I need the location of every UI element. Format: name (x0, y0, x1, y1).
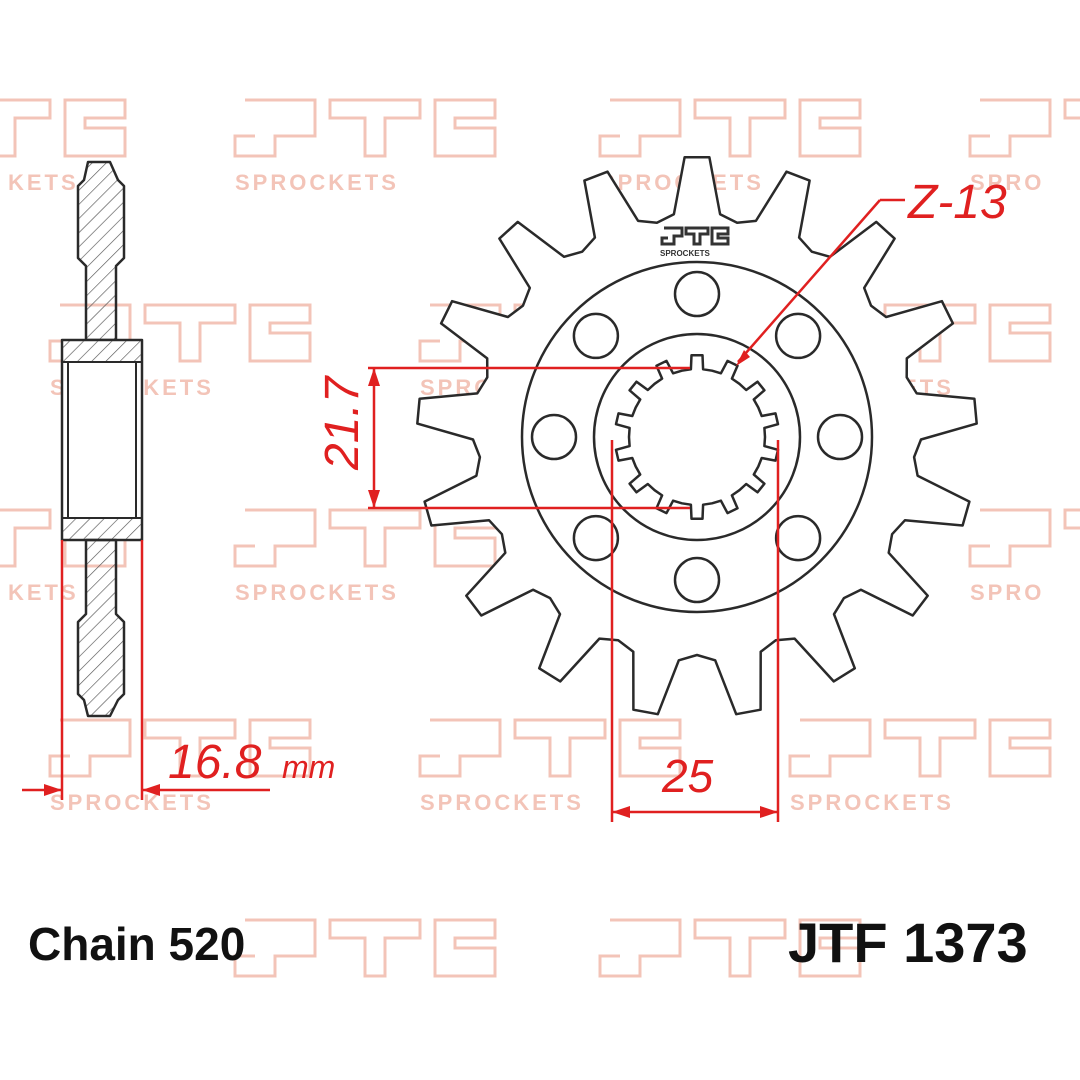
side-profile-lower-tooth (76, 538, 126, 718)
watermark-text: SPRO (970, 170, 1044, 195)
bolt-hole (673, 556, 721, 604)
watermark-logo (788, 718, 1052, 778)
side-profile-view (60, 160, 144, 718)
jt-logo-text: SPROCKETS (660, 249, 710, 258)
watermark-text: KETS (8, 170, 79, 195)
watermark-text: SPROCKETS (50, 790, 214, 815)
watermark-text: SPROCKETS (235, 170, 399, 195)
watermark-logo (233, 918, 497, 978)
bolt-hole (572, 514, 620, 562)
watermark-logo (233, 98, 497, 158)
watermark-logo (968, 98, 1080, 158)
bolt-holes (530, 270, 864, 604)
watermark-logo (598, 918, 862, 978)
bolt-hole (572, 312, 620, 360)
chain-size-label: Chain 520 (28, 918, 245, 970)
watermark-text: SPRO (970, 580, 1044, 605)
bolt-hole (673, 270, 721, 318)
watermark-logo (598, 98, 862, 158)
watermark-logo (968, 508, 1080, 568)
thickness-unit-label: mm (282, 749, 335, 785)
watermark-text: SPROCKETS (420, 790, 584, 815)
watermark-logo (418, 718, 682, 778)
side-profile-upper-tooth (76, 160, 126, 342)
dimension-annotations: Z-13 21.7 25 16.8 mm (22, 176, 1007, 822)
spline-bore (614, 353, 780, 521)
watermark-logo (48, 718, 312, 778)
jt-logo: SPROCKETS (660, 226, 730, 258)
watermark-text: SPROCKETS (235, 580, 399, 605)
side-profile-hub (60, 338, 144, 542)
watermark-text: KETS (8, 580, 79, 605)
thickness-label: 16.8 (168, 736, 262, 789)
bolt-hole (774, 312, 822, 360)
spline-width-label: 25 (661, 750, 714, 802)
spline-height-label: 21.7 (316, 374, 369, 471)
bolt-hole (816, 413, 864, 461)
part-number-label: JTF 1373 (788, 911, 1028, 974)
watermark-logo (0, 98, 127, 158)
bolt-hole (774, 514, 822, 562)
watermark-text: SPROCKETS (790, 790, 954, 815)
bolt-hole (530, 413, 578, 461)
teeth-count-label: Z-13 (907, 176, 1007, 229)
sprocket-front-view: SPROCKETS (416, 156, 978, 716)
